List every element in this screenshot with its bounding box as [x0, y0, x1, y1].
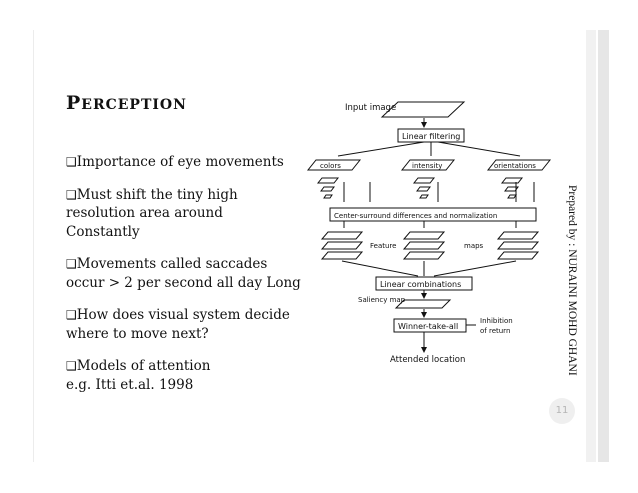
bullet-line: e.g. Itti et.al. 1998: [66, 376, 194, 393]
checkbox-bullet-icon: ❑: [66, 187, 77, 202]
bullet-item: ❑How does visual system decide where to m…: [66, 306, 301, 343]
bullet-line: Importance of eye movements: [76, 154, 284, 170]
linear-filtering-label: Linear filtering: [402, 132, 460, 141]
colors-label: colors: [320, 162, 341, 170]
bullet-line: where to move next?: [66, 325, 209, 342]
center-surround-box: [329, 207, 537, 222]
bullet-line: Constantly: [66, 223, 140, 240]
bullet-line: Must shift the tiny high: [76, 186, 238, 203]
side-credit-text: Prepared by : NURAINI MOHD GHANI: [566, 185, 578, 376]
input-image-plane: [380, 101, 466, 118]
title-rest: ERCEPTION: [81, 97, 187, 113]
bullet-line: resolution area around: [66, 205, 223, 221]
orientations-label: orientations: [494, 162, 536, 170]
bullet-item: ❑Movements called saccades occur > 2 per …: [66, 255, 301, 292]
title-first-letter: P: [66, 92, 82, 114]
of-return-label: of return: [480, 327, 510, 335]
checkbox-bullet-icon: ❑: [66, 257, 77, 271]
linear-combinations-label: Linear combinations: [380, 280, 461, 289]
attended-location-label: Attended location: [390, 355, 465, 365]
slide-title: PERCEPTION: [66, 92, 187, 114]
saliency-map-plane: [394, 299, 452, 309]
bullet-item: ❑Models of attention e.g. Itti et.al. 199…: [66, 357, 301, 394]
feature-label: Feature: [370, 242, 396, 250]
bullet-line: Movements called saccades: [76, 256, 268, 272]
page-number-badge: 11: [549, 398, 575, 424]
checkbox-bullet-icon: ❑: [66, 155, 77, 169]
intensity-label: intensity: [412, 162, 442, 170]
checkbox-bullet-icon: ❑: [66, 359, 77, 373]
center-surround-label: Center-surround differences and normaliz…: [334, 212, 497, 220]
side-credit: Prepared by : NURAINI MOHD GHANI: [560, 185, 580, 376]
bullet-line: Models of attention: [76, 358, 211, 374]
maps-label: maps: [464, 242, 484, 250]
bullet-item: ❑Importance of eye movements: [66, 153, 301, 172]
input-image-label: Input image: [345, 103, 396, 113]
bullet-item: ❑Must shift the tiny high resolution area…: [66, 186, 301, 242]
bullet-list: ❑Importance of eye movements ❑Must shift…: [66, 153, 301, 408]
saliency-map-label: Saliency map: [358, 296, 406, 304]
winner-take-all-label: Winner-take-all: [398, 322, 458, 331]
bullet-line: occur > 2 per second all day Long: [66, 274, 301, 291]
bullet-line: How does visual system decide: [76, 307, 290, 323]
saliency-model-diagram: Input image Linear filtering colors inte…: [306, 101, 552, 365]
right-decorative-bar: [586, 30, 596, 462]
left-border-line: [33, 30, 34, 462]
inhibition-label: Inhibition: [480, 317, 513, 325]
right-decorative-bar-outer: [598, 30, 609, 462]
checkbox-bullet-icon: ❑: [66, 308, 77, 322]
